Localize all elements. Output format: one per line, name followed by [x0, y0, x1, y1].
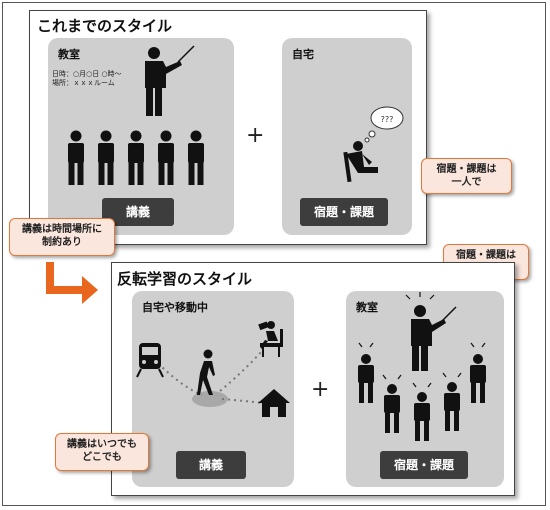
- classroom-title: 教室: [58, 48, 80, 61]
- home-homework-label: 宿題・課題: [300, 198, 388, 226]
- anywhere-scene: [136, 321, 290, 417]
- thinking-student-icon: ???: [343, 106, 404, 183]
- group-discussion-icon: [358, 292, 486, 441]
- flipped-classroom-panel: 教室 宿題・課題: [346, 291, 504, 487]
- plus-operator: +: [246, 123, 265, 148]
- callout-lecture-anywhere: 講義はいつでも どこでも: [55, 433, 149, 471]
- train-icon: [136, 343, 164, 378]
- home-panel: 自宅 ??? 宿題・課題: [282, 38, 412, 235]
- flipped-style-section: 反転学習のスタイル 自宅や移動中: [111, 262, 515, 496]
- plus-operator-2: +: [311, 377, 330, 402]
- home-title: 自宅: [292, 48, 314, 61]
- callout-lecture-constraint: 講義は時間場所に 制約あり: [9, 218, 115, 256]
- transition-arrow-icon: [46, 262, 98, 304]
- mobile-panel: 自宅や移動中: [132, 291, 294, 487]
- classroom-panel: 教室 日時：○月○日 ○時～ 場所：ｘｘｘルーム 講義: [48, 38, 234, 235]
- outer-frame: [2, 2, 546, 506]
- callout-homework-alone: 宿題・課題は 一人で: [421, 158, 512, 194]
- flipped-homework-label: 宿題・課題: [380, 451, 468, 479]
- house-icon: [258, 389, 290, 417]
- flipped-classroom-title: 教室: [356, 301, 378, 314]
- place-text: 場所：ｘｘｘルーム: [52, 79, 115, 87]
- walking-person-icon: [197, 349, 215, 395]
- students-icon: [68, 130, 204, 185]
- seated-person-icon: [258, 321, 283, 357]
- traditional-style-title: これまでのスタイル: [37, 17, 173, 35]
- teacher-icon: [145, 45, 195, 116]
- flipped-style-title: 反転学習のスタイル: [117, 270, 253, 288]
- mobile-title: 自宅や移動中: [142, 301, 208, 314]
- mobile-lecture-label: 講義: [176, 451, 246, 479]
- schedule-text: 日時：○月○日 ○時～: [52, 70, 122, 78]
- thought-text: ???: [381, 115, 394, 124]
- traditional-style-section: これまでのスタイル 教室 日時：○月○日 ○時～ 場所：ｘｘｘルーム 講義 + …: [29, 10, 427, 245]
